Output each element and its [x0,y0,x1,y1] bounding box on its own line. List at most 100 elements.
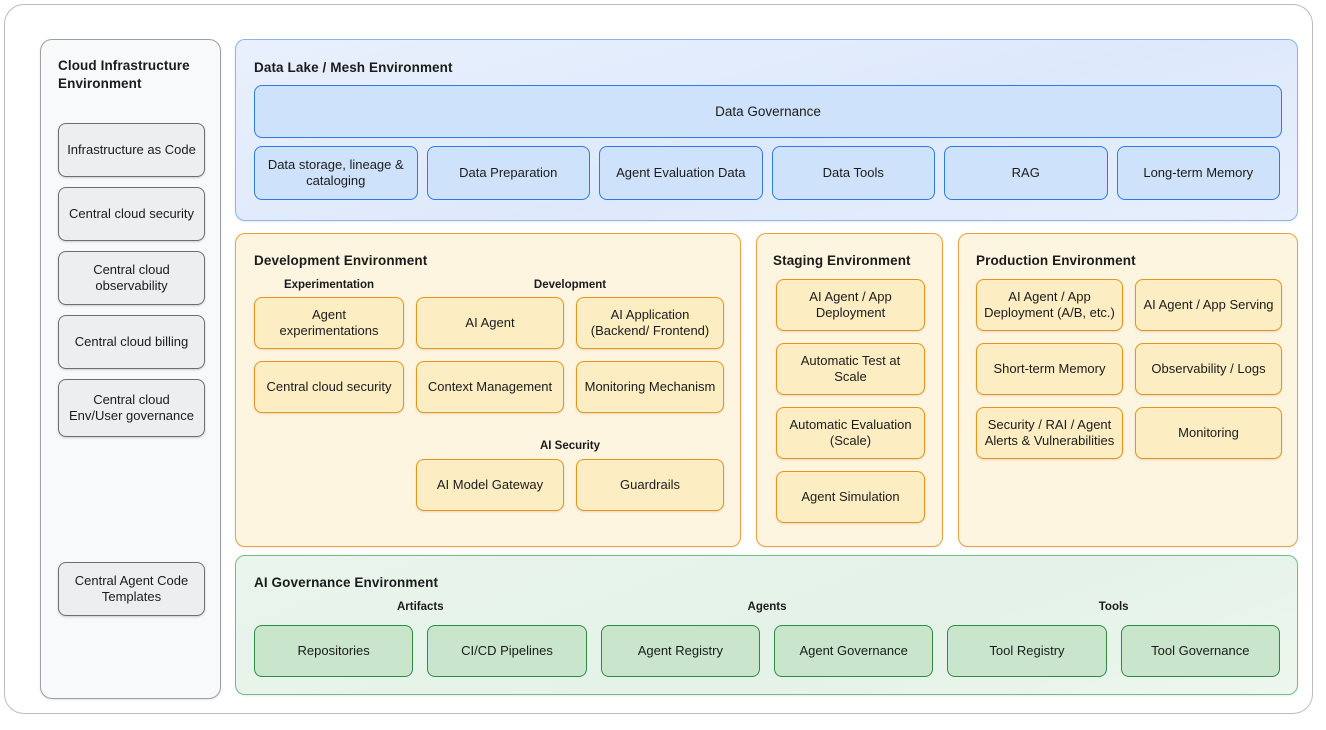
governance-item-label: Agent Governance [799,643,908,659]
ai-governance-environment-title: AI Governance Environment [254,575,439,590]
development-item-label: Context Management [427,379,553,395]
group-header-ai-security: AI Security [539,440,601,452]
staging-environment-title: Staging Environment [773,253,911,268]
ai-security-item-label: Guardrails [620,477,680,493]
sidebar-item-label: Central cloud security [69,206,194,222]
development-item-context-management[interactable]: Context Management [416,361,564,413]
sidebar-item-central-cloud-security[interactable]: Central cloud security [58,187,205,241]
sidebar-item-label: Central cloud observability [93,262,170,293]
cloud-infrastructure-environment-title: Cloud Infrastructure Environment [58,58,190,91]
group-header-experimentation: Experimentation [283,279,375,291]
staging-item-agent-simulation[interactable]: Agent Simulation [776,471,925,523]
staging-item-label: AI Agent / App Deployment [809,289,892,320]
development-item-agent-experimentations[interactable]: Agent experimentations [254,297,404,349]
development-item-monitoring-mechanism[interactable]: Monitoring Mechanism [576,361,724,413]
data-lake-item-long-term-memory[interactable]: Long-term Memory [1116,146,1280,200]
staging-item-automatic-evaluation-scale[interactable]: Automatic Evaluation (Scale) [776,407,925,459]
data-lake-item-rag[interactable]: RAG [944,146,1108,200]
production-item-label: AI Agent / App Deployment (A/B, etc.) [984,289,1115,320]
production-environment-title: Production Environment [976,253,1136,268]
sidebar-item-label: Central cloud billing [74,334,189,350]
ai-security-item-row: AI Model Gateway Guardrails [416,459,724,511]
production-item-label: Monitoring [1178,425,1239,441]
production-item-label: Observability / Logs [1151,361,1266,377]
data-governance-label: Data Governance [715,104,821,119]
data-lake-item-label: Data storage, lineage & cataloging [267,157,404,188]
production-item-ai-agent-app-serving[interactable]: AI Agent / App Serving [1135,279,1282,331]
production-item-observability-logs[interactable]: Observability / Logs [1135,343,1282,395]
data-lake-item-agent-evaluation-data[interactable]: Agent Evaluation Data [599,146,763,200]
data-lake-mesh-environment-title: Data Lake / Mesh Environment [254,60,453,75]
data-lake-item-data-storage-lineage-cataloging[interactable]: Data storage, lineage & cataloging [254,146,418,200]
development-item-ai-agent[interactable]: AI Agent [416,297,564,349]
data-lake-item-data-tools[interactable]: Data Tools [771,146,935,200]
governance-item-label: CI/CD Pipelines [461,643,553,659]
group-header-artifacts: Artifacts [397,601,444,613]
governance-item-label: Repositories [297,643,370,659]
governance-item-label: Tool Governance [1151,643,1250,659]
data-lake-item-data-preparation[interactable]: Data Preparation [426,146,590,200]
group-header-agents: Agents [747,601,787,613]
sidebar-item-infrastructure-as-code[interactable]: Infrastructure as Code [58,123,205,177]
sidebar-item-central-cloud-billing[interactable]: Central cloud billing [58,315,205,369]
data-lake-item-row: Data storage, lineage & cataloging Data … [254,146,1280,200]
governance-item-agent-registry[interactable]: Agent Registry [600,625,760,677]
development-item-grid: Agent experimentations AI Agent AI Appli… [254,297,724,413]
sidebar-item-central-cloud-observability[interactable]: Central cloud observability [58,251,205,305]
data-lake-mesh-environment-panel: Data Lake / Mesh Environment Data Govern… [235,39,1298,221]
governance-item-cicd-pipelines[interactable]: CI/CD Pipelines [427,625,587,677]
cloud-infrastructure-environment-panel: Cloud Infrastructure Environment Infrast… [40,39,221,699]
staging-environment-panel: Staging Environment AI Agent / App Deplo… [756,233,943,547]
governance-group-headers: Artifacts Agents Tools [254,601,1280,613]
staging-item-automatic-test-at-scale[interactable]: Automatic Test at Scale [776,343,925,395]
data-lake-item-label: RAG [1011,165,1040,181]
development-environment-panel: Development Environment Experimentation … [235,233,741,547]
production-item-ai-agent-app-deployment-ab[interactable]: AI Agent / App Deployment (A/B, etc.) [976,279,1123,331]
development-item-ai-application[interactable]: AI Application (Backend/ Frontend) [576,297,724,349]
data-lake-item-label: Long-term Memory [1143,165,1254,181]
architecture-diagram-frame: Cloud Infrastructure Environment Infrast… [4,4,1313,714]
production-environment-panel: Production Environment AI Agent / App De… [958,233,1298,547]
development-item-label: Monitoring Mechanism [584,379,716,395]
ai-security-item-ai-model-gateway[interactable]: AI Model Gateway [416,459,564,511]
group-header-development: Development [533,279,607,291]
cloud-infrastructure-bottom-list: Central Agent Code Templates [58,562,205,616]
data-lake-item-label: Data Tools [822,165,884,181]
development-item-label: Agent experimentations [279,307,379,338]
development-item-label: AI Application (Backend/ Frontend) [590,307,710,338]
ai-security-item-guardrails[interactable]: Guardrails [576,459,724,511]
governance-item-label: Agent Registry [637,643,723,659]
sidebar-item-label: Infrastructure as Code [67,142,196,158]
group-header-tools: Tools [1098,601,1129,613]
sidebar-item-label: Central Agent Code Templates [74,573,189,604]
sidebar-item-central-agent-code-templates[interactable]: Central Agent Code Templates [58,562,205,616]
sidebar-item-label: Central cloud Env/User governance [68,392,194,423]
staging-item-label: Automatic Test at Scale [800,353,901,384]
production-item-monitoring[interactable]: Monitoring [1135,407,1282,459]
production-item-label: Short-term Memory [993,361,1106,377]
governance-item-tool-registry[interactable]: Tool Registry [947,625,1107,677]
production-item-label: AI Agent / App Serving [1143,297,1274,313]
cloud-infrastructure-item-list: Infrastructure as Code Central cloud sec… [58,123,205,447]
staging-item-ai-agent-app-deployment[interactable]: AI Agent / App Deployment [776,279,925,331]
ai-governance-environment-panel: AI Governance Environment Artifacts Agen… [235,555,1298,695]
governance-item-agent-governance[interactable]: Agent Governance [773,625,934,677]
governance-item-tool-governance[interactable]: Tool Governance [1120,625,1280,677]
data-governance-bar[interactable]: Data Governance [254,85,1282,138]
ai-security-group: AI Security AI Model Gateway Guardrails [416,440,724,511]
data-lake-item-label: Agent Evaluation Data [616,165,746,181]
staging-item-list: AI Agent / App Deployment Automatic Test… [776,279,925,535]
governance-item-repositories[interactable]: Repositories [254,625,414,677]
development-item-central-cloud-security[interactable]: Central cloud security [254,361,404,413]
staging-item-label: Agent Simulation [801,489,900,505]
production-item-security-rai-agent-alerts[interactable]: Security / RAI / Agent Alerts & Vulnerab… [976,407,1123,459]
ai-security-item-label: AI Model Gateway [436,477,544,493]
development-group-headers: Experimentation Development [254,279,724,291]
production-item-label: Security / RAI / Agent Alerts & Vulnerab… [984,417,1115,448]
governance-item-label: Tool Registry [989,643,1065,659]
sidebar-item-central-cloud-env-user-governance[interactable]: Central cloud Env/User governance [58,379,205,437]
production-item-short-term-memory[interactable]: Short-term Memory [976,343,1123,395]
development-item-label: Central cloud security [266,379,392,395]
data-lake-item-label: Data Preparation [459,165,558,181]
development-item-label: AI Agent [465,315,515,331]
